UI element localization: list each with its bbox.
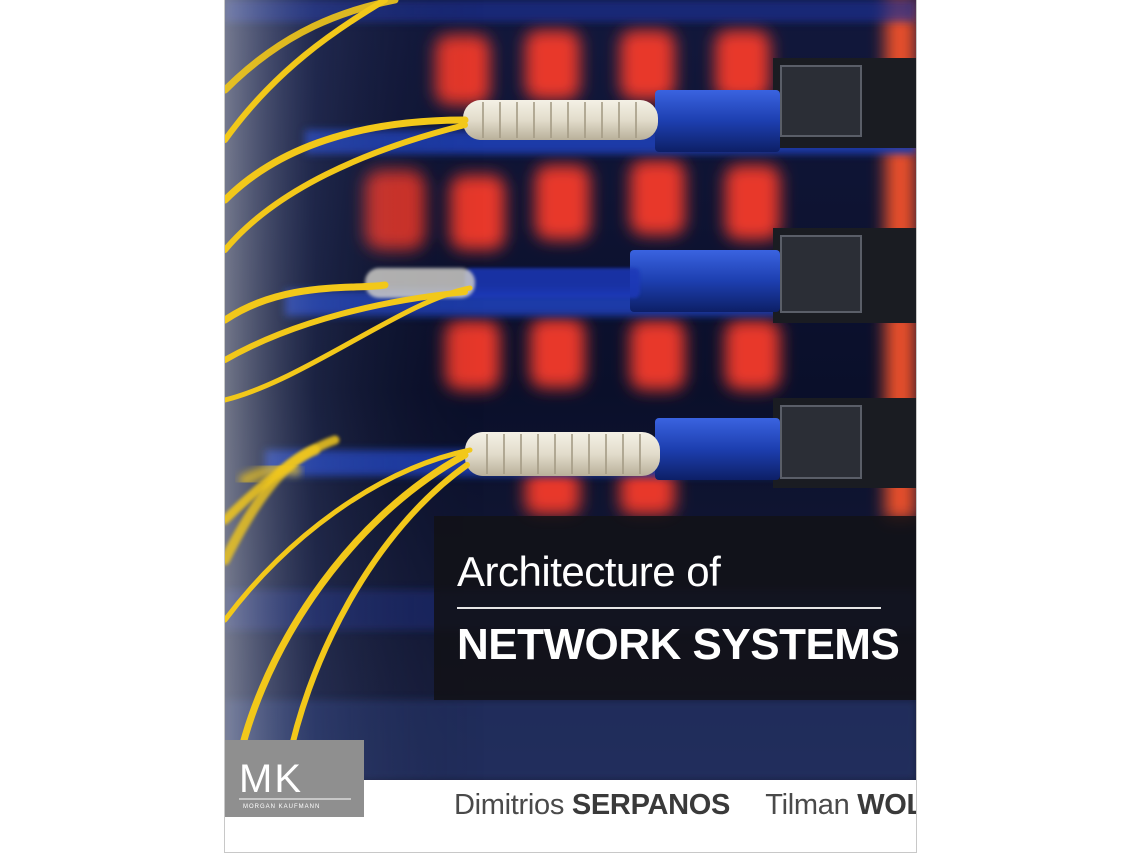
connector-bodies	[465, 90, 780, 480]
connector-boots	[365, 100, 660, 476]
fiber-cables	[225, 0, 473, 780]
authors-line: Dimitrios SERPANOS Tilman WOLF	[454, 789, 916, 822]
title-divider	[457, 607, 881, 609]
svg-text:MORGAN KAUFMANN: MORGAN KAUFMANN	[243, 804, 320, 810]
mk-logo-icon: MK MORGAN KAUFMANN	[239, 757, 351, 810]
author-2-given: Tilman	[765, 789, 850, 821]
port-housings	[773, 58, 916, 488]
author-2-family: WOLF	[857, 789, 916, 821]
publisher-logo: MK MORGAN KAUFMANN	[225, 740, 364, 817]
author-1-given: Dimitrios	[454, 789, 565, 821]
author-1-family: SERPANOS	[571, 789, 731, 821]
svg-text:MK: MK	[239, 757, 303, 801]
book-title-line1: Architecture of	[457, 548, 721, 595]
book-cover: Architecture of NETWORK SYSTEMS MK MORGA…	[224, 0, 917, 853]
book-title-line2: NETWORK SYSTEMS	[457, 620, 900, 669]
